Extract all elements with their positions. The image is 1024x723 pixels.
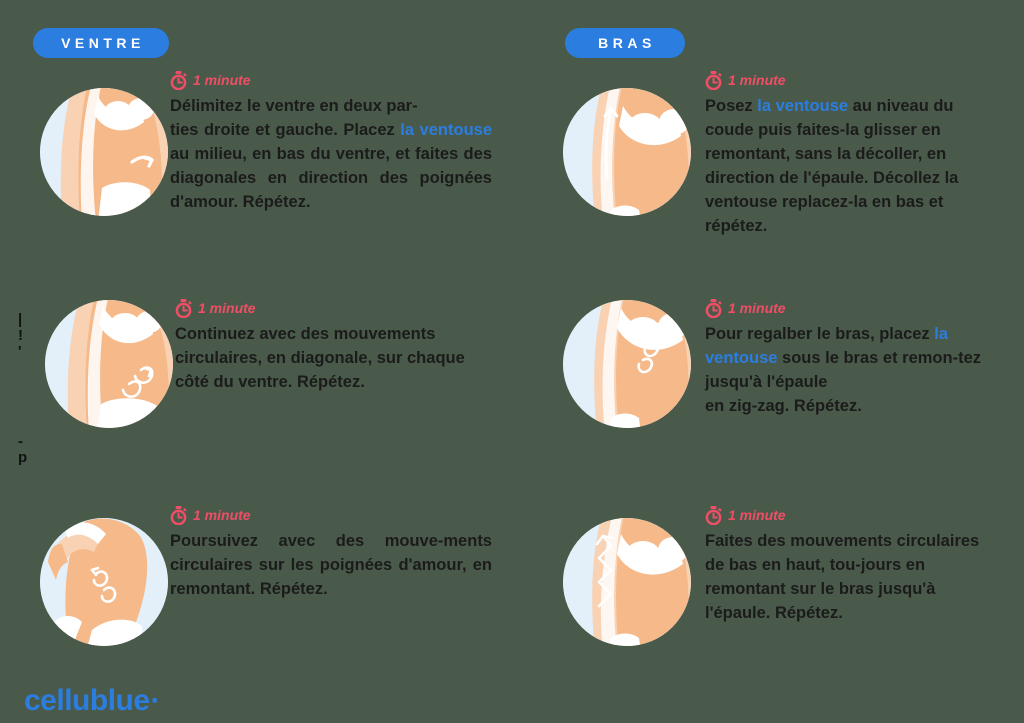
timer-label: 1 minute (193, 72, 251, 88)
timer-badge: 1 minute (705, 298, 995, 318)
brand-logo: cellublue · (24, 686, 161, 716)
timer-label: 1 minute (728, 300, 786, 316)
timer-label: 1 minute (728, 72, 786, 88)
timer-badge: 1 minute (170, 505, 492, 525)
step-content: 1 minute Continuez avec des mouvements c… (175, 298, 487, 395)
stopwatch-icon (705, 298, 722, 318)
step-content: 1 minute Poursuivez avec des mouve-ments… (170, 505, 492, 602)
step-content: 1 minute Posez la ventouse au niveau du … (705, 70, 995, 239)
stopwatch-icon (170, 505, 187, 525)
edge-fragment-top: | ! ' (18, 312, 23, 360)
stopwatch-icon (170, 70, 187, 90)
stopwatch-icon (705, 70, 722, 90)
timer-label: 1 minute (198, 300, 256, 316)
illustration-arm-straight-arrow (563, 88, 691, 216)
step-content: 1 minute Délimitez le ventre en deux par… (170, 70, 492, 215)
timer-badge: 1 minute (170, 70, 492, 90)
illustration-torso-side-spiral (40, 518, 168, 646)
logo-wordmark: cellublue (24, 684, 150, 717)
illustration-torso-front-arrow (40, 88, 168, 216)
edge-fragment-bottom: - p (18, 434, 28, 466)
logo-dot: · (150, 684, 161, 717)
timer-badge: 1 minute (175, 298, 487, 318)
step-content: 1 minute Faites des mouvements circulair… (705, 505, 995, 626)
stopwatch-icon (705, 505, 722, 525)
step-description: Continuez avec des mouvements circulaire… (175, 325, 465, 391)
illustration-arm-zigzag (563, 518, 691, 646)
timer-badge: 1 minute (705, 70, 995, 90)
timer-badge: 1 minute (705, 505, 995, 525)
step-content: 1 minute Pour regalber le bras, placez l… (705, 298, 995, 419)
timer-label: 1 minute (193, 507, 251, 523)
step-description: Pour regalber le bras, placez la ventous… (705, 325, 981, 415)
step-description: Faites des mouvements circulaires de bas… (705, 532, 980, 622)
column-header-bras: BRAS (565, 28, 685, 58)
illustration-arm-spiral (563, 300, 691, 428)
step-description: Délimitez le ventre en deux par-ties dro… (170, 97, 492, 211)
illustration-torso-front-spiral (45, 300, 173, 428)
stopwatch-icon (175, 298, 192, 318)
step-description: Poursuivez avec des mouve-ments circulai… (170, 532, 493, 598)
timer-label: 1 minute (728, 507, 786, 523)
step-description: Posez la ventouse au niveau du coude pui… (705, 97, 959, 235)
column-header-ventre: VENTRE (33, 28, 169, 58)
